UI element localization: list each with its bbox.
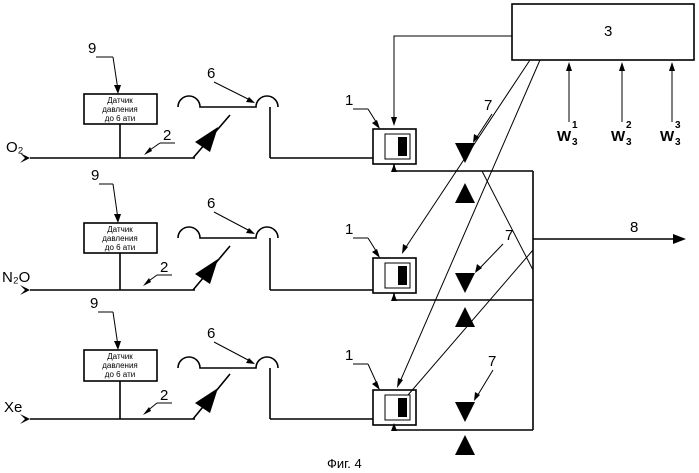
svg-text:до 6 ати: до 6 ати <box>105 114 135 123</box>
output-label: 8 <box>630 219 638 236</box>
svg-text:Датчик: Датчик <box>107 96 133 105</box>
gas-label: Xe <box>4 399 22 416</box>
check-number: 7 <box>505 227 513 244</box>
svg-text:Датчик: Датчик <box>107 225 133 234</box>
svg-text:до 6 ати: до 6 ати <box>105 243 135 252</box>
valve-number: 1 <box>345 221 353 238</box>
reducer-number: 6 <box>207 195 215 212</box>
input-w1: W 1 3 <box>557 120 578 148</box>
svg-text:3: 3 <box>572 137 578 148</box>
svg-text:2: 2 <box>626 120 632 131</box>
gas-line-n2o: N₂O Датчик давления до 6 ати 9 2 6 1 7 <box>2 167 533 327</box>
control-inputs: W 1 3 W 2 3 W 3 3 <box>557 62 681 148</box>
check-number: 7 <box>488 353 496 370</box>
sensor-number: 9 <box>88 40 96 57</box>
gas-label: O₂ <box>6 139 24 156</box>
valve-number: 1 <box>345 92 353 109</box>
svg-text:W: W <box>660 128 675 145</box>
check-arrow-down <box>455 143 475 163</box>
svg-text:3: 3 <box>626 137 632 148</box>
svg-text:давления: давления <box>102 234 138 243</box>
check-arrow-down <box>455 273 475 293</box>
controller-block <box>512 4 694 60</box>
reducer-number: 6 <box>207 325 215 342</box>
sensor-number: 9 <box>90 295 98 312</box>
check-arrow-up <box>455 183 475 203</box>
control-lines <box>391 36 540 388</box>
svg-text:1: 1 <box>572 120 578 131</box>
gas-label: N₂O <box>2 269 30 286</box>
figure-caption: Фиг. 4 <box>327 456 362 471</box>
svg-text:давления: давления <box>102 105 138 114</box>
reducer-symbol <box>178 357 278 368</box>
svg-text:давления: давления <box>102 361 138 370</box>
reducer-symbol <box>178 96 278 107</box>
svg-text:W: W <box>557 128 572 145</box>
check-number: 7 <box>484 97 492 114</box>
reducer-number: 6 <box>207 65 215 82</box>
pipe-number: 2 <box>163 127 171 144</box>
svg-text:Датчик: Датчик <box>107 352 133 361</box>
sensor-number: 9 <box>91 167 99 184</box>
input-w3: W 3 3 <box>660 120 681 148</box>
check-arrow-up <box>455 435 475 455</box>
reducer-symbol <box>178 227 278 238</box>
svg-text:W: W <box>611 128 626 145</box>
svg-text:3: 3 <box>675 137 681 148</box>
check-arrow-up <box>455 307 475 327</box>
pipe-number: 2 <box>160 259 168 276</box>
check-arrow-down <box>455 402 475 422</box>
pipe-number: 2 <box>160 387 168 404</box>
gas-inlet-arrow <box>20 285 30 295</box>
svg-text:3: 3 <box>675 120 681 131</box>
input-w2: W 2 3 <box>611 120 632 148</box>
gas-line-o2: O₂ Датчик давления до 6 ати 9 2 6 1 7 <box>6 40 533 203</box>
svg-text:до 6 ати: до 6 ати <box>105 370 135 379</box>
valve-number: 1 <box>345 347 353 364</box>
controller-label: 3 <box>604 23 612 40</box>
gas-line-xe: Xe Датчик давления до 6 ати 9 2 6 1 7 <box>4 295 533 455</box>
